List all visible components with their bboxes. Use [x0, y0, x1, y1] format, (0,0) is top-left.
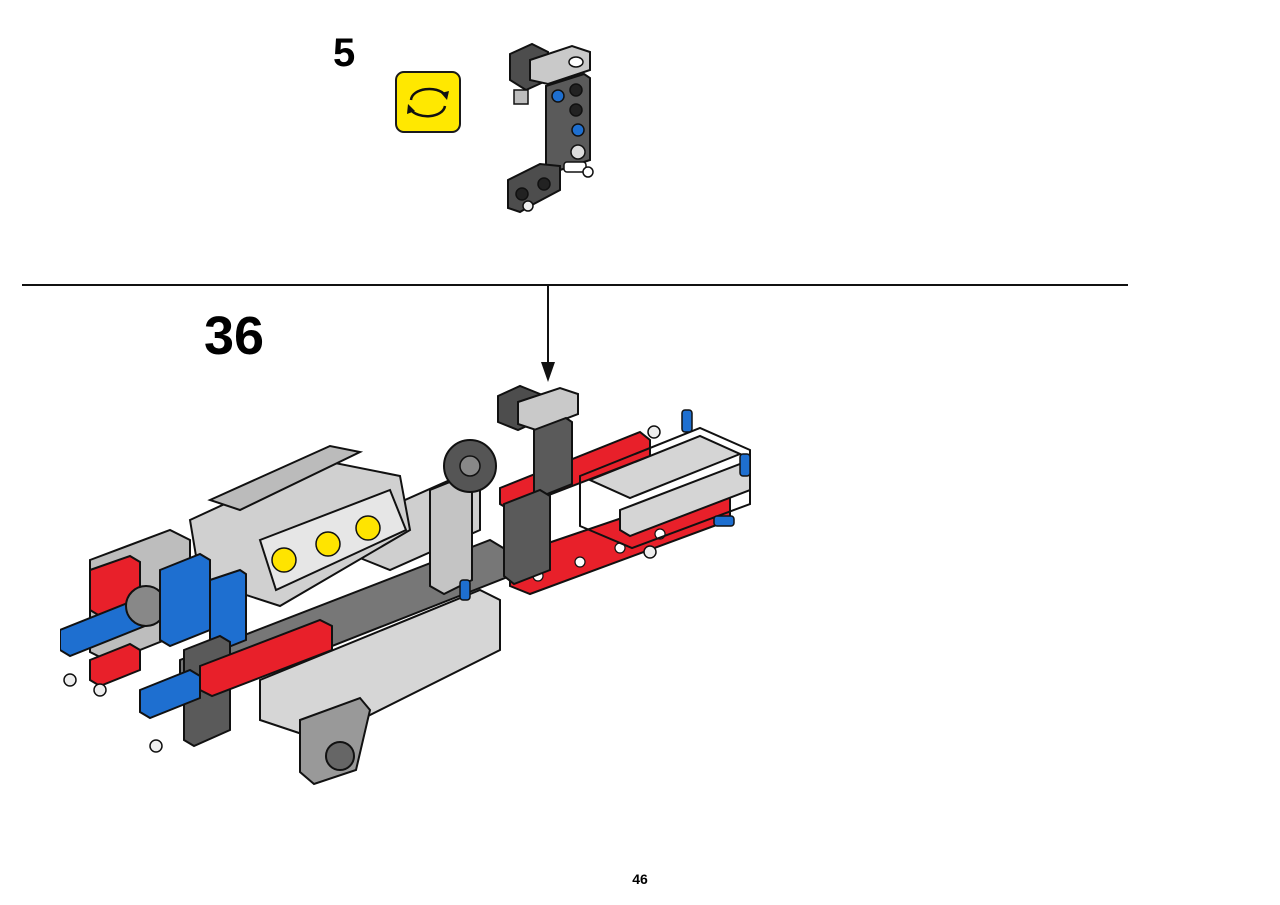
main-step-number: 36: [204, 306, 265, 366]
step-divider: [22, 284, 1128, 286]
rotate-model-icon: [395, 71, 461, 133]
down-arrow-icon: [541, 284, 555, 382]
main-model-illustration: [60, 384, 751, 786]
sub-step-number: 5: [333, 31, 356, 75]
sub-assembly-illustration: [507, 42, 594, 214]
page-number: 46: [632, 871, 648, 887]
